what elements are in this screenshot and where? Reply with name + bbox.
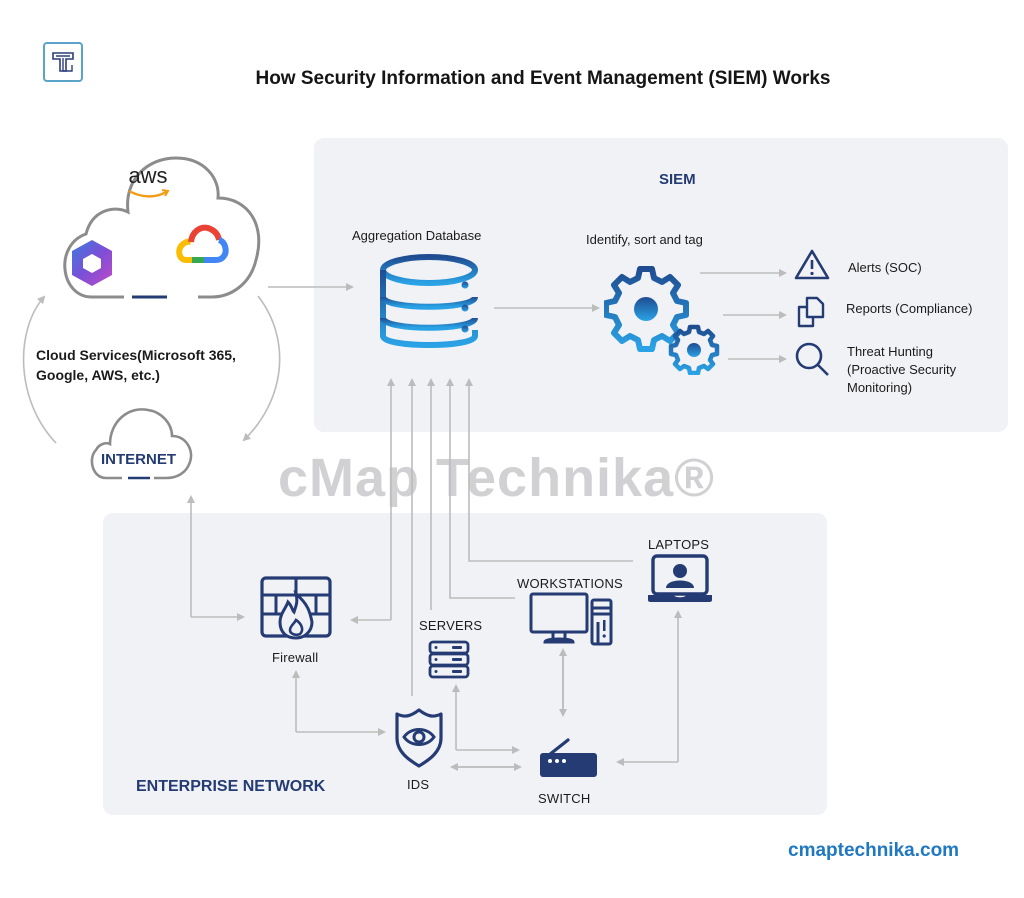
- threat-hunting-line2: (Proactive Security: [847, 362, 957, 377]
- laptop-user-icon: [648, 554, 712, 602]
- cloud-services-label-line1: Cloud Services(Microsoft 365,: [36, 347, 236, 363]
- cloud-services-cloud: [63, 156, 261, 299]
- google-cloud-logo-icon: [176, 224, 229, 263]
- servers-label: SERVERS: [419, 618, 483, 633]
- process-label: Identify, sort and tag: [586, 232, 703, 247]
- page-title: How Security Information and Event Manag…: [255, 68, 831, 89]
- firewall-icon: [260, 576, 332, 640]
- arrow-workstations-to-database: [446, 378, 515, 599]
- enterprise-network-heading: ENTERPRISE NETWORK: [136, 778, 326, 795]
- desktop-computer-icon: [529, 592, 613, 646]
- internet-label: INTERNET: [101, 451, 176, 468]
- cmap-technika-logo-icon: [52, 52, 74, 72]
- arrow-internet-to-cloud: [22, 295, 57, 444]
- aws-text: aws: [128, 163, 168, 188]
- siem-heading: SIEM: [659, 171, 696, 188]
- documents-icon: [797, 296, 825, 328]
- logo: [43, 42, 83, 82]
- cloud-services-label: Cloud Services(Microsoft 365, Google, AW…: [36, 345, 236, 385]
- output-reports-label: Reports (Compliance): [846, 301, 973, 316]
- threat-hunting-line3: Monitoring): [847, 380, 913, 395]
- network-switch-icon: [540, 738, 597, 777]
- ids-label: IDS: [407, 777, 430, 792]
- aws-logo-icon: aws: [124, 165, 172, 201]
- cloud-icon: [90, 408, 193, 480]
- workstations-label: WORKSTATIONS: [517, 576, 623, 591]
- microsoft-365-logo-icon: [72, 240, 112, 286]
- laptops-label: LAPTOPS: [648, 537, 710, 552]
- server-rack-icon: [428, 640, 470, 679]
- output-threat-hunting-label: Threat Hunting (Proactive Security Monit…: [847, 343, 956, 397]
- switch-label: SWITCH: [538, 791, 591, 806]
- footer-url-link[interactable]: cmaptechnika.com: [788, 840, 960, 861]
- watermark: cMap Technika®: [278, 448, 715, 508]
- warning-triangle-icon: [794, 249, 830, 280]
- database-icon: [380, 254, 478, 348]
- firewall-label: Firewall: [272, 650, 319, 665]
- gears-icon: [604, 266, 720, 375]
- arrow-cloud-to-internet: [242, 295, 281, 442]
- output-alerts-label: Alerts (SOC): [848, 260, 922, 275]
- arrow-laptops-to-database: [465, 378, 633, 562]
- cloud-services-label-line2: Google, AWS, etc.): [36, 367, 160, 383]
- magnifier-icon: [795, 342, 829, 376]
- shield-eye-icon: [395, 708, 443, 768]
- threat-hunting-line1: Threat Hunting: [847, 344, 933, 359]
- aggregation-database-label: Aggregation Database: [352, 228, 482, 243]
